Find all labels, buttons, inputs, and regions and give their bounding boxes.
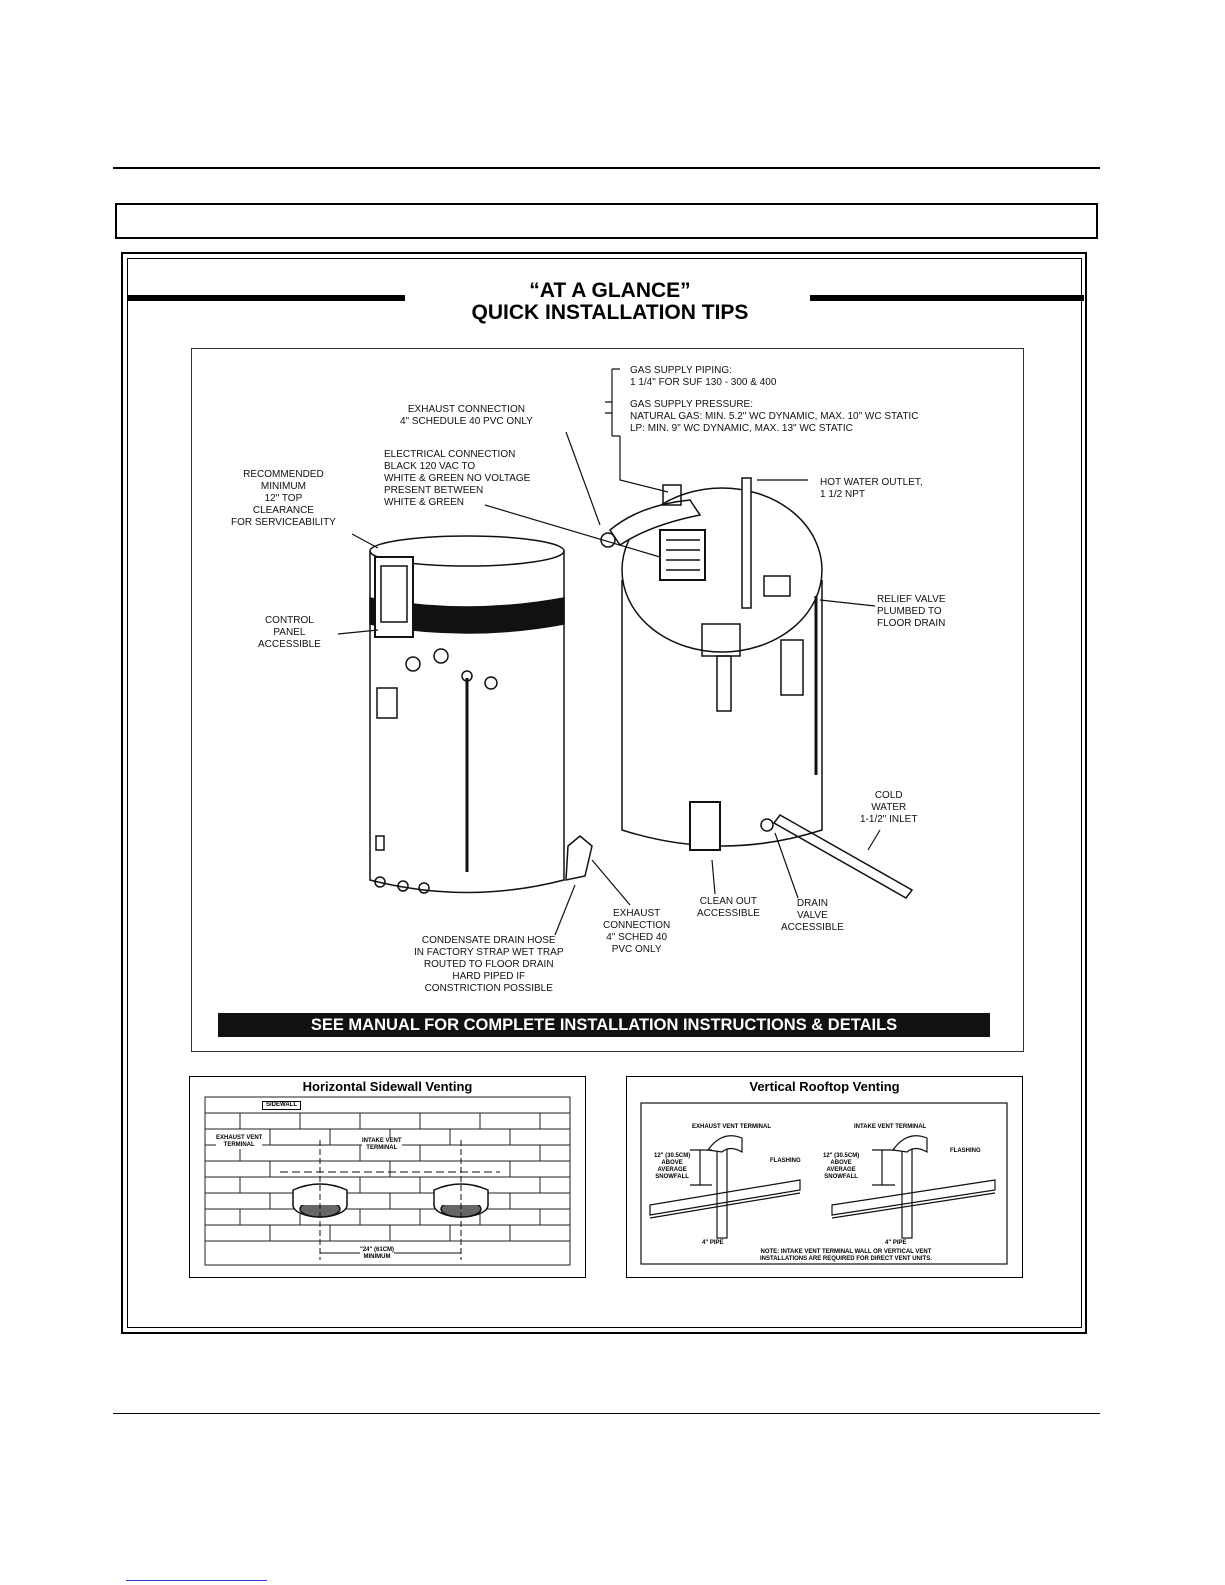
label-cold-water-inlet: COLD WATER 1-1/2" INLET	[860, 790, 918, 825]
vertical-note: NOTE: Intake Vent Terminal wall or Verti…	[760, 1249, 932, 1262]
see-manual-banner: SEE MANUAL FOR COMPLETE INSTALLATION INS…	[218, 1013, 990, 1037]
title-bar-left	[128, 295, 405, 301]
horizontal-spacing-label: "24" (61cm) MINIMUM	[360, 1247, 395, 1261]
label-electrical-connection: ELECTRICAL CONNECTION BLACK 120 VAC TO W…	[384, 449, 531, 508]
bottom-rule	[113, 1413, 1100, 1414]
figure-title-line2: QUICK INSTALLATION TIPS	[471, 301, 749, 324]
horizontal-venting-panel: Horizontal Sidewall Venting	[189, 1076, 586, 1278]
label-exhaust-connection-top: EXHAUST CONNECTION 4" SCHEDULE 40 PVC ON…	[400, 404, 533, 427]
label-drain-valve: DRAIN VALVE ACCESSIBLE	[781, 898, 844, 933]
label-clean-out: CLEAN OUT ACCESSIBLE	[697, 896, 760, 919]
horizontal-intake-label: INTAKE VENT TERMINAL	[362, 1138, 402, 1152]
title-bar-right	[810, 295, 1084, 301]
vertical-exhaust-label: EXHAUST VENT TERMINAL	[692, 1124, 772, 1130]
main-diagram-panel	[191, 348, 1024, 1052]
footer-link-underline[interactable]	[126, 1580, 267, 1581]
vertical-above-snowfall-2: 12" (30.5cm) ABOVE AVERAGE SNOWFALL	[823, 1153, 860, 1180]
label-hot-water-outlet: HOT WATER OUTLET, 1 1/2 NPT	[820, 477, 923, 500]
vertical-pipe-2: 4" PIPE	[885, 1240, 907, 1246]
vertical-flashing-1: FLASHING	[770, 1158, 801, 1164]
label-relief-valve: RELIEF VALVE PLUMBED TO FLOOR DRAIN	[877, 594, 946, 629]
vertical-pipe-1: 4" PIPE	[702, 1240, 724, 1246]
label-exhaust-connection-bottom: EXHAUST CONNECTION 4" SCHED 40 PVC ONLY	[603, 908, 671, 955]
vertical-flashing-2: FLASHING	[950, 1148, 981, 1154]
figure-inner-frame	[127, 258, 1082, 1328]
vertical-above-snowfall-1: 12" (30.5cm) ABOVE AVERAGE SNOWFALL	[654, 1153, 691, 1180]
label-control-panel: CONTROL PANEL ACCESSIBLE	[258, 615, 321, 650]
top-rule	[113, 167, 1100, 169]
horizontal-exhaust-label: EXHAUST VENT TERMINAL	[216, 1135, 263, 1149]
header-title-box	[115, 203, 1098, 239]
vertical-intake-label: INTAKE VENT TERMINAL	[854, 1124, 927, 1130]
label-gas-supply-piping: GAS SUPPLY PIPING: 1 1/4" FOR SUF 130 - …	[630, 365, 777, 388]
figure-title-line1: “AT A GLANCE”	[529, 279, 691, 302]
label-gas-supply-pressure: GAS SUPPLY PRESSURE: NATURAL GAS: MIN. 5…	[630, 399, 919, 434]
horizontal-sidewall-label: SIDEWALL	[262, 1101, 301, 1110]
horizontal-venting-title: Horizontal Sidewall Venting	[302, 1079, 473, 1094]
label-top-clearance: RECOMMENDED MINIMUM 12" TOP CLEARANCE FO…	[231, 469, 336, 528]
label-condensate-drain: CONDENSATE DRAIN HOSE IN FACTORY STRAP W…	[414, 935, 564, 994]
vertical-venting-panel: Vertical Rooftop Venting	[626, 1076, 1023, 1278]
figure-outer-frame	[121, 252, 1087, 1334]
vertical-venting-title: Vertical Rooftop Venting	[749, 1079, 900, 1094]
